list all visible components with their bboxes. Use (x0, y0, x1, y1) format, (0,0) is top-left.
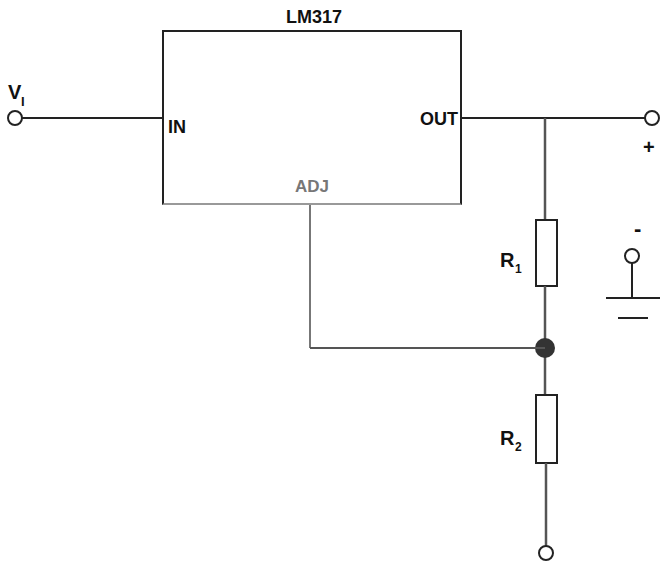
adj-wire (309, 204, 311, 348)
pin-name: IN (168, 118, 186, 136)
signal-name: V (8, 82, 21, 102)
resistor-label: R (500, 250, 514, 270)
r1-wire (544, 118, 547, 220)
resistor-label: R (500, 428, 514, 448)
bottom-terminal (539, 546, 553, 560)
output-terminal (645, 111, 659, 125)
ground-symbol (606, 297, 660, 299)
minus-terminal (625, 249, 639, 263)
output-wire (461, 117, 645, 119)
r2-wire (545, 463, 548, 546)
polarity-sign: - (634, 218, 641, 240)
adj-wire (310, 347, 545, 349)
part-number: LM317 (286, 8, 342, 26)
resistor-symbol (536, 395, 557, 463)
ground-wire (631, 263, 633, 298)
resistor-symbol (536, 220, 557, 286)
polarity-sign: + (643, 137, 655, 157)
pin-name: ADJ (295, 178, 329, 195)
input-wire (22, 117, 163, 119)
input-terminal (8, 111, 22, 125)
ground-symbol (618, 317, 648, 319)
pin-name: OUT (420, 110, 458, 128)
signal-subscript: I (21, 95, 25, 108)
resistor-subscript: 1 (515, 263, 522, 275)
resistor-subscript: 2 (515, 441, 522, 453)
regulator-ic: LM317INOUTADJ (162, 30, 462, 205)
